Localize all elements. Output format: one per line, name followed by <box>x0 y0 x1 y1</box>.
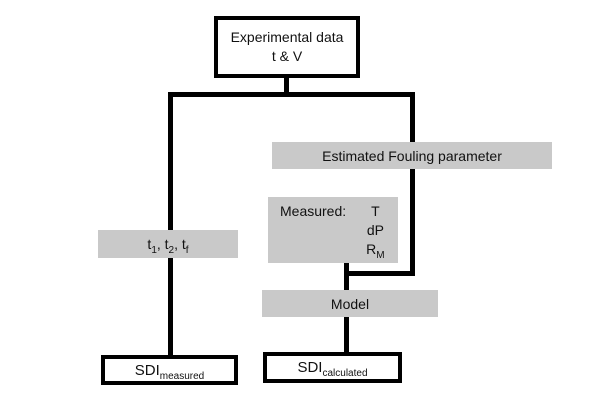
connector-left-vertical <box>168 94 173 357</box>
time-points-bar: t1, t2, tf <box>98 230 238 258</box>
model-label: Model <box>330 295 370 312</box>
measured-parameters-box: Measured: T dP RM <box>268 197 398 263</box>
measured-item-dp: dP <box>366 222 384 238</box>
sdi-calculated-box: SDIcalculated <box>263 352 402 383</box>
estimated-fouling-parameter-label: Estimated Fouling parameter <box>322 147 502 164</box>
experimental-data-line2: t & V <box>271 48 303 64</box>
connector-right-vertical <box>410 94 415 276</box>
estimated-fouling-parameter-bar: Estimated Fouling parameter <box>272 142 552 169</box>
sdi-measured-box: SDImeasured <box>101 355 238 385</box>
measured-item-rm: RM <box>366 241 385 261</box>
model-bar: Model <box>262 290 438 317</box>
measured-items-list: T dP RM <box>366 202 385 261</box>
connector-branch-horizontal <box>168 92 415 97</box>
sdi-calculated-label: SDIcalculated <box>297 359 368 379</box>
experimental-data-box: Experimental data t & V <box>214 16 360 78</box>
connector-elbow-horizontal <box>345 271 415 276</box>
experimental-data-line1: Experimental data <box>230 29 344 45</box>
time-points-label: t1, t2, tf <box>147 236 189 256</box>
connector-top-stub <box>284 74 289 95</box>
measured-label: Measured: <box>280 203 347 219</box>
measured-item-temperature: T <box>371 203 380 219</box>
sdi-measured-label: SDImeasured <box>134 361 205 382</box>
